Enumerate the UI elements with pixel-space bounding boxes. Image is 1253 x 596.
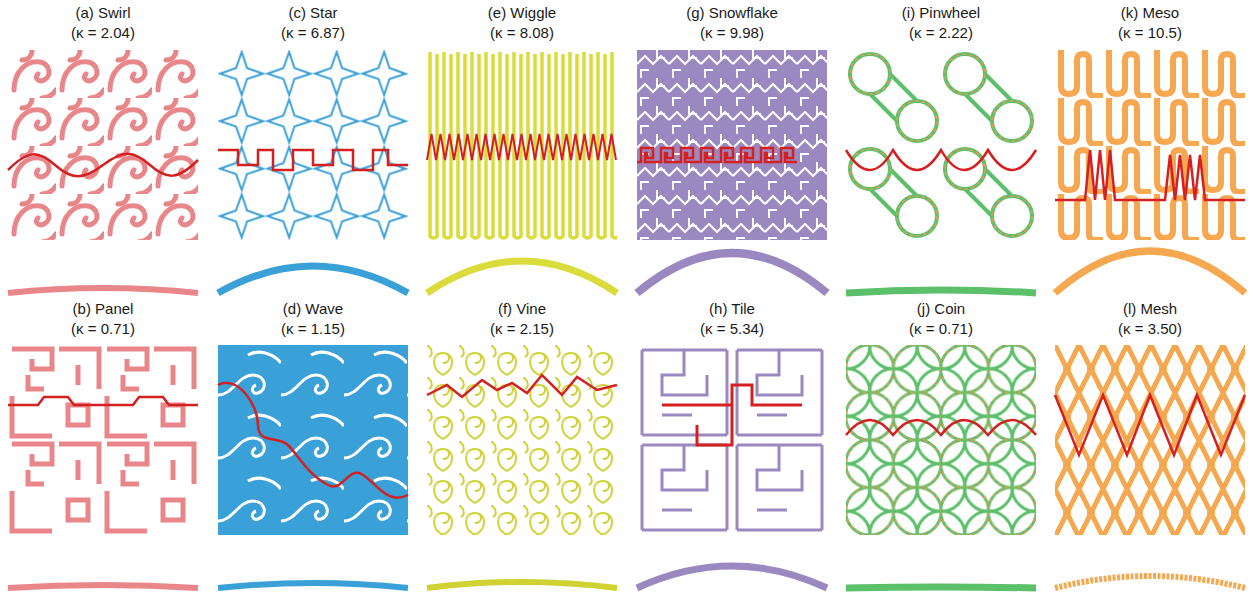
wave-panel	[218, 345, 408, 588]
curvature-value: (κ = 5.34)	[632, 320, 832, 338]
meso-panel	[1055, 50, 1245, 293]
curvature-value: (κ = 1.15)	[213, 320, 413, 338]
curvature-value: (κ = 10.5)	[1050, 24, 1250, 42]
panel-title: (e) Wiggle	[422, 4, 622, 22]
curvature-value: (κ = 2.04)	[3, 24, 203, 42]
coin-panel	[846, 345, 1036, 588]
panel-title: (l) Mesh	[1050, 300, 1250, 318]
snowflake-panel	[637, 50, 827, 293]
panel-title: (i) Pinwheel	[841, 4, 1041, 22]
panel-title: (a) Swirl	[3, 4, 203, 22]
panel-panel	[8, 345, 198, 588]
wiggle-panel	[427, 50, 617, 293]
curvature-value: (κ = 2.15)	[422, 320, 622, 338]
curvature-value: (κ = 2.22)	[841, 24, 1041, 42]
panel-title: (g) Snowflake	[632, 4, 832, 22]
curvature-value: (κ = 0.71)	[841, 320, 1041, 338]
star-panel	[218, 50, 408, 293]
curvature-value: (κ = 6.87)	[213, 24, 413, 42]
curvature-value: (κ = 0.71)	[3, 320, 203, 338]
tile-panel	[637, 345, 827, 588]
curvature-value: (κ = 3.50)	[1050, 320, 1250, 338]
curvature-value: (κ = 9.98)	[632, 24, 832, 42]
mesh-panel	[1055, 345, 1245, 588]
pinwheel-panel	[846, 50, 1036, 293]
panel-title: (c) Star	[213, 4, 413, 22]
panel-title: (k) Meso	[1050, 4, 1250, 22]
panel-title: (h) Tile	[632, 300, 832, 318]
vine-panel	[427, 345, 617, 588]
curvature-value: (κ = 8.08)	[422, 24, 622, 42]
panel-title: (f) Vine	[422, 300, 622, 318]
panel-title: (j) Coin	[841, 300, 1041, 318]
panel-title: (d) Wave	[213, 300, 413, 318]
panel-title: (b) Panel	[3, 300, 203, 318]
swirl-panel	[8, 50, 198, 293]
